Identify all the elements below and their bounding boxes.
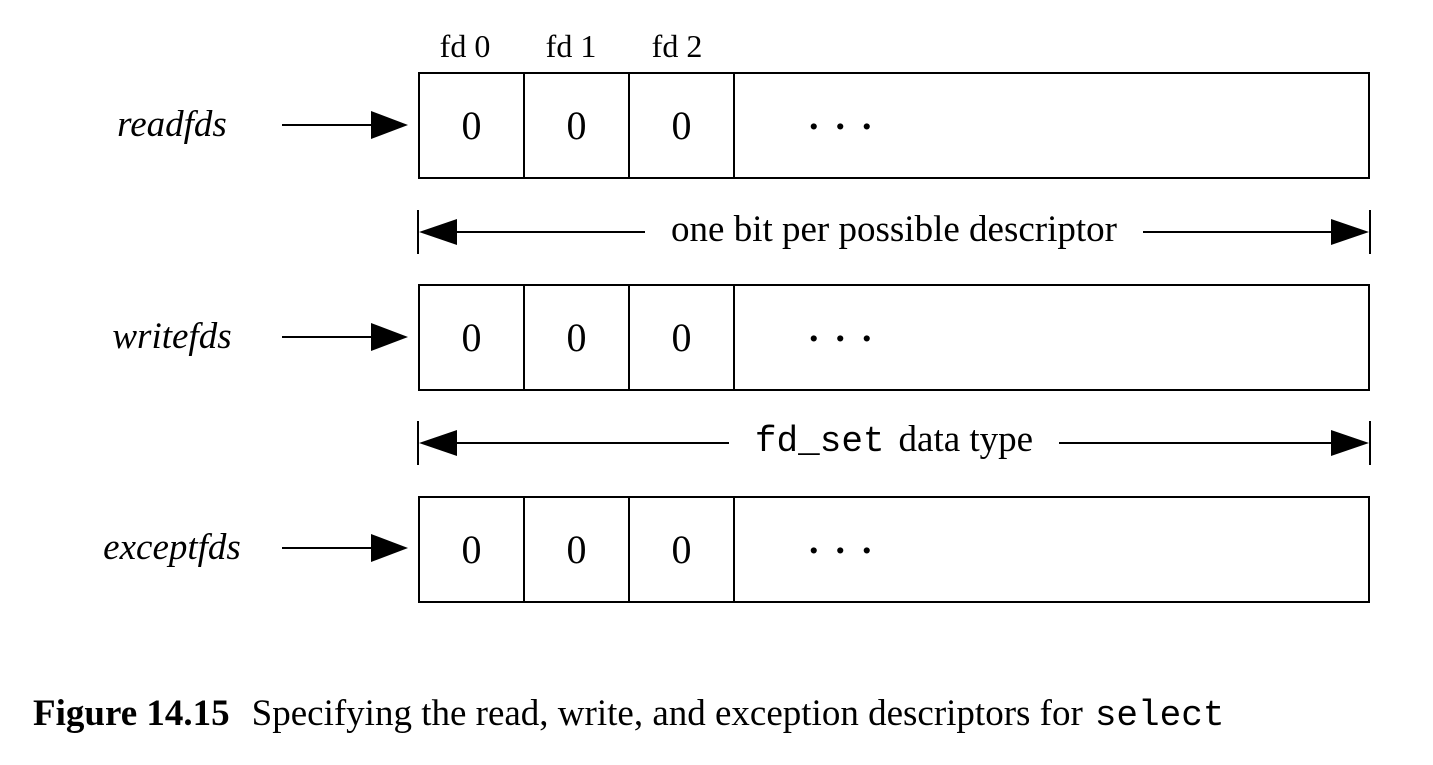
bit-cell: 0: [630, 498, 735, 601]
fdset-code-text: fd_set: [754, 421, 885, 462]
ellipsis-cell: ...: [735, 74, 1368, 177]
bit-cell: 0: [525, 286, 630, 389]
fd0-column-label: fd 0: [439, 28, 491, 64]
caption-code-select: select: [1094, 695, 1225, 736]
arrow-head-icon: [371, 323, 408, 351]
figure-caption: Figure 14.15 Specifying the read, write, …: [33, 692, 1224, 736]
arrow-shaft: [282, 336, 371, 338]
ellipsis-cell: ...: [735, 498, 1368, 601]
bit-cell: 0: [525, 498, 630, 601]
right-arrow-head-icon: [1331, 430, 1370, 456]
ellipsis-dots: ...: [809, 95, 889, 138]
ellipsis-cell: ...: [735, 286, 1368, 389]
writefds-pointer-arrow-icon: [282, 323, 408, 351]
writefds-bit-array: 0 0 0 ...: [418, 284, 1370, 391]
datatype-text: data type: [898, 419, 1034, 460]
readfds-pointer-arrow-icon: [282, 111, 408, 139]
bit-cell: 0: [420, 74, 525, 177]
arrow-shaft: [1059, 442, 1332, 444]
left-tick: [417, 421, 419, 465]
fd1-column-label: fd 1: [545, 28, 597, 64]
bit-span-annotation: one bit per possible descriptor: [417, 208, 1372, 254]
row-label-exceptfds: exceptfds: [103, 527, 241, 568]
arrow-head-icon: [371, 111, 408, 139]
right-tick: [1369, 210, 1372, 254]
arrow-shaft: [457, 442, 729, 444]
row-label-writefds: writefds: [112, 316, 232, 357]
row-label-readfds: readfds: [117, 104, 227, 145]
arrow-shaft: [457, 231, 646, 233]
fd2-column-label: fd 2: [651, 28, 703, 64]
arrow-head-icon: [371, 534, 408, 562]
right-arrow-head-icon: [1331, 219, 1370, 245]
bit-cell: 0: [630, 74, 735, 177]
bit-cell: 0: [420, 498, 525, 601]
exceptfds-pointer-arrow-icon: [282, 534, 408, 562]
left-arrow-head-icon: [419, 219, 457, 245]
figure-number: Figure 14.15: [33, 693, 230, 734]
arrow-shaft: [282, 124, 371, 126]
right-tick: [1369, 421, 1372, 465]
ellipsis-dots: ...: [809, 307, 889, 350]
exceptfds-bit-array: 0 0 0 ...: [418, 496, 1370, 603]
caption-text: Specifying the read, write, and exceptio…: [251, 693, 1083, 734]
fdset-span-annotation: fd_set data type: [417, 418, 1372, 465]
left-arrow-head-icon: [419, 430, 457, 456]
annotation-text: one bit per possible descriptor: [671, 208, 1117, 250]
bit-cell: 0: [420, 286, 525, 389]
bit-cell: 0: [630, 286, 735, 389]
readfds-bit-array: 0 0 0 ...: [418, 72, 1370, 179]
arrow-shaft: [282, 547, 371, 549]
bit-cell: 0: [525, 74, 630, 177]
left-tick: [417, 210, 419, 254]
annotation-text: fd_set data type: [755, 418, 1033, 462]
arrow-shaft: [1142, 231, 1332, 233]
ellipsis-dots: ...: [809, 519, 889, 562]
